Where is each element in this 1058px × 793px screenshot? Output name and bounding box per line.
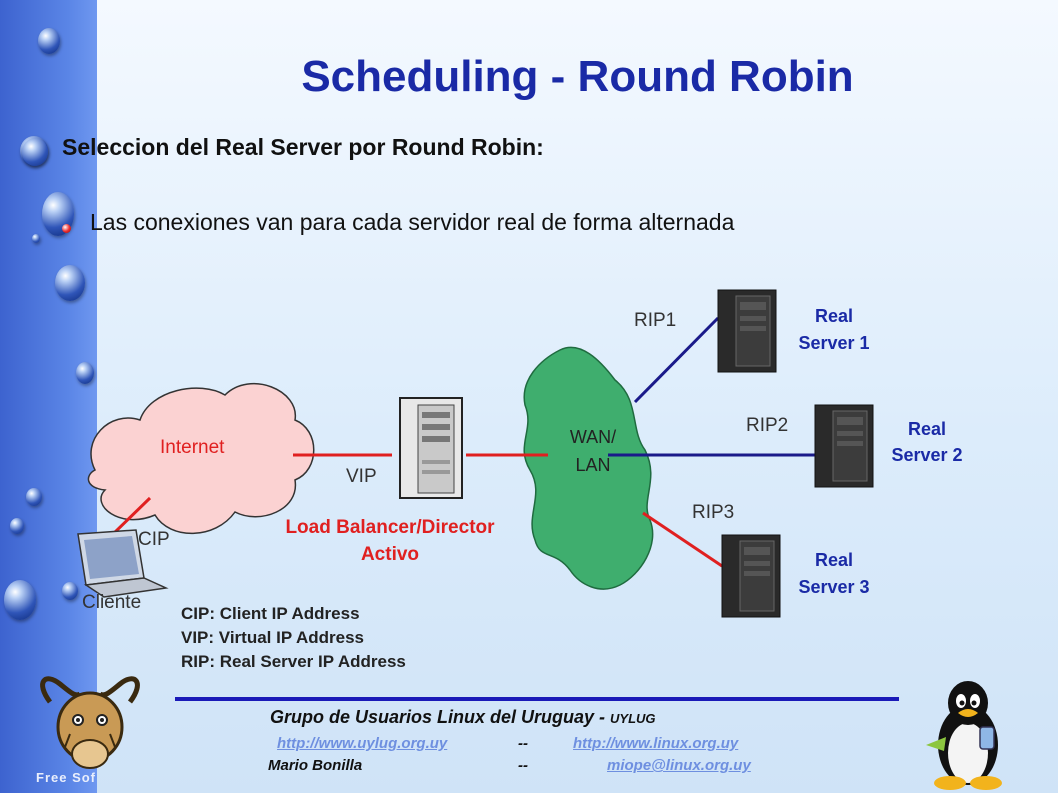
link-wan-server3 [642, 511, 723, 568]
link-client-internet [110, 496, 152, 537]
load-balancer-icon [399, 397, 463, 499]
server3-label-line1: Real [814, 550, 854, 570]
bubble-decoration [76, 362, 94, 384]
laptop-icon [77, 529, 169, 598]
bubble-decoration [62, 582, 78, 600]
bubble-decoration [10, 518, 24, 534]
sub-bullet-icon [62, 224, 71, 233]
legend-vip: VIP: Virtual IP Address [181, 628, 364, 647]
server-1-icon [717, 289, 777, 373]
rip2-label: RIP2 [746, 415, 789, 436]
bullet-sub: Las conexiones van para cada servidor re… [90, 209, 735, 235]
server-2-icon [814, 404, 874, 488]
footer-group: Grupo de Usuarios Linux del Uruguay - UY… [270, 707, 656, 728]
cip-label: CIP [138, 529, 170, 550]
sidebar-text: Free Sof [36, 770, 97, 785]
wan-label-line2: LAN [575, 455, 611, 475]
balancer-label-line1: Load Balancer/Director [285, 517, 495, 538]
bubble-decoration [4, 580, 36, 620]
footer-separator-1: -- [518, 735, 528, 752]
legend: CIP: Client IP Address VIP: Virtual IP A… [181, 602, 406, 674]
footer-divider [175, 697, 899, 701]
footer-author: Mario Bonilla [268, 757, 363, 774]
rip1-label: RIP1 [634, 310, 677, 331]
bubble-decoration [26, 488, 42, 506]
vip-label: VIP [346, 466, 377, 487]
footer-group-tag: UYLUG [610, 711, 656, 726]
server2-label-line2: Server 2 [891, 445, 963, 465]
wan-lan-cloud [523, 346, 654, 590]
server1-label-line2: Server 1 [798, 333, 870, 353]
footer-email-link[interactable]: miope@linux.org.uy [607, 757, 751, 774]
balancer-label-line2: Activo [360, 544, 420, 565]
tux-penguin-icon [926, 681, 1002, 790]
sidebar [0, 0, 97, 793]
footer-separator-2: -- [518, 757, 528, 774]
cliente-label: Cliente [82, 592, 142, 613]
internet-label: Internet [160, 437, 225, 458]
server3-label-line2: Server 3 [798, 577, 870, 597]
bubble-decoration [55, 265, 85, 301]
page-title: Scheduling - Round Robin [301, 52, 854, 101]
footer-link-uylug[interactable]: http://www.uylug.org.uy [277, 735, 448, 752]
bullet-icon [22, 138, 48, 166]
footer-link-linux[interactable]: http://www.linux.org.uy [573, 735, 739, 752]
server2-label-line1: Real [907, 419, 947, 439]
server-3-icon [721, 534, 781, 618]
server1-label-line1: Real [814, 306, 854, 326]
bubble-decoration [38, 28, 60, 54]
footer-group-name: Grupo de Usuarios Linux del Uruguay - [270, 707, 611, 727]
internet-cloud [87, 383, 315, 535]
bubble-decoration [32, 234, 40, 243]
legend-cip: CIP: Client IP Address [181, 604, 360, 623]
link-wan-server1 [633, 316, 720, 404]
bullet-main: Seleccion del Real Server por Round Robi… [62, 134, 544, 160]
rip3-label: RIP3 [692, 502, 735, 523]
legend-rip: RIP: Real Server IP Address [181, 652, 406, 671]
gnu-logo-icon [40, 676, 140, 769]
wan-label-line1: WAN/ [569, 427, 617, 447]
